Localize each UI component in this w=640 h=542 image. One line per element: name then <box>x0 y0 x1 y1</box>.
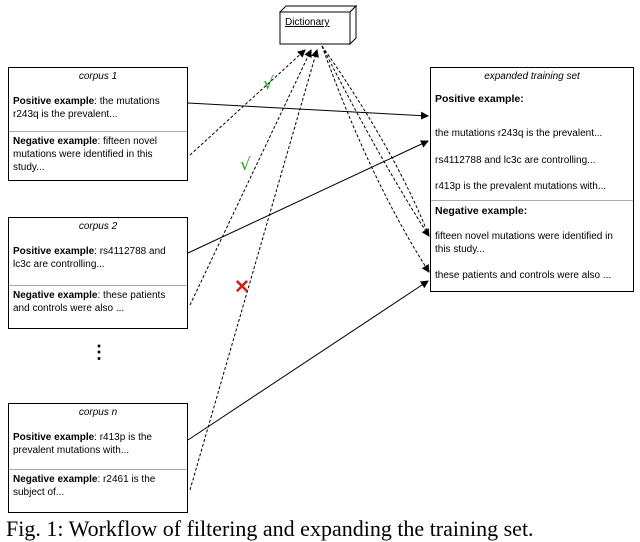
training-set-positive-item: rs4112788 and lc3c are controlling... <box>435 155 596 166</box>
corpus-2-negative: Negative example: these patients and con… <box>13 290 166 314</box>
arrow-corpus1-negative-to-dictionary <box>189 49 306 156</box>
check-mark-icon: √ <box>240 155 251 175</box>
corpus-2-title: corpus 2 <box>78 221 118 232</box>
training-set-negative-header: Negative example: <box>435 205 528 217</box>
arrow-corpusn-positive <box>187 280 429 441</box>
check-mark-icon: √ <box>263 74 274 94</box>
figure-caption: Fig. 1: Workflow of filtering and expand… <box>6 516 534 541</box>
arrow-corpus2-negative-to-dictionary <box>189 49 312 306</box>
arrow-dictionary-to-negative-2 <box>321 45 430 273</box>
more-corpora-ellipsis: ⋮ <box>90 342 108 362</box>
training-set-positive-header: Positive example: <box>435 93 524 105</box>
corpus-n-divider <box>9 469 187 470</box>
corpus-2-positive: Positive example: rs4112788 and lc3c are… <box>13 246 166 270</box>
arrow-dictionary-to-negative-3 <box>321 45 430 237</box>
training-set-positive-item: r413p is the prevalent mutations with... <box>435 181 607 192</box>
corpus-1-positive: Positive example: the mutations r243q is… <box>13 96 160 120</box>
arrow-corpusn-negative-to-dictionary <box>189 49 319 491</box>
corpus-n-title: corpus n <box>78 407 118 418</box>
arrow-dictionary-to-negative-1 <box>321 45 430 237</box>
training-set-negative-item: these patients and controls were also ..… <box>435 270 612 281</box>
corpus-1-negative: Negative example: fifteen novel mutation… <box>13 136 157 173</box>
training-set-positive-item: the mutations r243q is the prevalent... <box>435 128 603 139</box>
training-set-negative-item: fifteen novel mutations were identified … <box>435 231 613 255</box>
dictionary-label: Dictionary <box>285 17 330 28</box>
corpus-1-divider <box>9 131 187 132</box>
corpus-n-negative: Negative example: r2461 is the subject o… <box>13 474 156 498</box>
corpus-n-positive: Positive example: r413p is the prevalent… <box>13 432 152 456</box>
corpus-1-title: corpus 1 <box>78 71 118 82</box>
corpus-n-box: corpus n Positive example: r413p is the … <box>8 403 188 513</box>
arrow-corpus2-positive <box>187 140 429 254</box>
cross-mark-icon: ✕ <box>234 277 250 298</box>
arrow-corpus1-positive <box>187 102 429 120</box>
corpus-2-divider <box>9 285 187 286</box>
training-set-title: expanded training set <box>484 71 580 82</box>
training-set-box: expanded training set Positive example: … <box>430 67 634 292</box>
corpus-2-box: corpus 2 Positive example: rs4112788 and… <box>8 217 188 329</box>
training-set-divider <box>431 200 633 201</box>
corpus-1-box: corpus 1 Positive example: the mutations… <box>8 67 188 181</box>
dictionary-box <box>278 4 358 46</box>
